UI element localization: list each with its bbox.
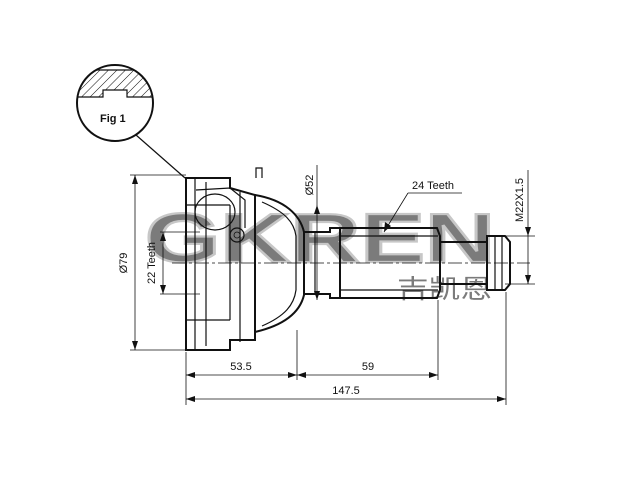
length-body-label: 53.5 bbox=[230, 361, 251, 373]
spline-shaft bbox=[340, 227, 441, 299]
callout-circle bbox=[76, 64, 154, 142]
cv-joint-part bbox=[172, 167, 530, 351]
outer-diameter-label: Ø79 bbox=[118, 253, 130, 274]
ball bbox=[229, 227, 245, 243]
detail-callout: Fig 1 bbox=[76, 64, 186, 179]
outer-housing bbox=[185, 177, 256, 351]
dim-stem-diameter: Ø52 bbox=[304, 165, 320, 300]
dim-outer-diameter: Ø79 bbox=[118, 174, 186, 351]
dim-outer-teeth: 24 Teeth bbox=[383, 180, 462, 233]
dim-lengths: 53.5 59 147.5 bbox=[185, 292, 507, 405]
outer-teeth-label: 24 Teeth bbox=[412, 180, 454, 192]
watermark: GKREN 吉凯恩 bbox=[144, 198, 496, 304]
inner-teeth-label: 22 Teeth bbox=[146, 242, 158, 284]
stem-diameter-label: Ø52 bbox=[304, 175, 316, 196]
callout-leader bbox=[135, 134, 186, 179]
dim-thread: M22X1.5 bbox=[505, 170, 535, 285]
watermark-cjk: 吉凯恩 bbox=[397, 274, 492, 304]
thread-label: M22X1.5 bbox=[514, 178, 526, 222]
length-total-label: 147.5 bbox=[332, 385, 360, 397]
length-shaft-label: 59 bbox=[362, 361, 374, 373]
callout-label: Fig 1 bbox=[100, 113, 126, 125]
watermark-latin: GKREN bbox=[145, 199, 495, 277]
dim-inner-teeth: 22 Teeth bbox=[146, 231, 200, 295]
ball-cage bbox=[194, 193, 236, 231]
